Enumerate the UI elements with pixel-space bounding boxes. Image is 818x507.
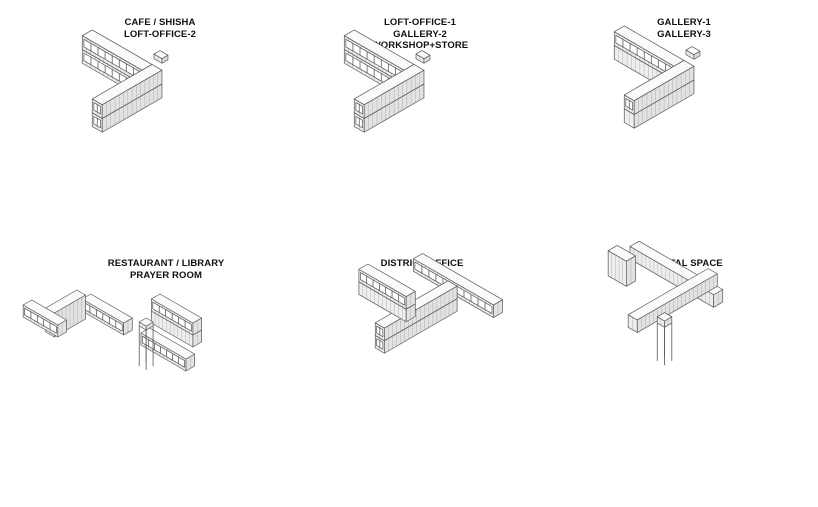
caption-line: GALLERY-3 — [657, 28, 711, 40]
container-module — [607, 245, 636, 287]
container-roof — [685, 46, 701, 56]
container-module — [153, 50, 169, 64]
container-roof — [627, 268, 718, 321]
container-module — [91, 64, 163, 119]
container-module — [138, 317, 154, 331]
container-module — [150, 293, 202, 336]
container-module — [415, 50, 431, 64]
container-roof — [353, 64, 425, 106]
caption-line: LOFT-OFFICE-2 — [123, 28, 197, 40]
container-roof — [415, 50, 431, 60]
caption-line: RENTAL SPACE — [649, 258, 723, 269]
container-roof — [623, 60, 695, 102]
window-band — [24, 307, 57, 334]
container-roof — [140, 327, 195, 360]
container-roof — [607, 245, 636, 262]
panel-caption-cafe-shisha: CAFE / SHISHA LOFT-OFFICE-2 — [60, 17, 260, 40]
container-module — [22, 299, 67, 338]
panel-caption-restaurant-library: RESTAURANT / LIBRARY PRAYER ROOM — [66, 258, 266, 281]
container-module — [656, 312, 673, 328]
caption-line: WORKSHOP+STORE — [371, 40, 469, 51]
container-roof — [413, 253, 503, 306]
panel-caption-rental-space: RENTAL SPACE — [586, 258, 786, 270]
container-module — [81, 293, 133, 336]
container-module — [374, 280, 458, 341]
container-roof — [153, 50, 169, 60]
container-module — [685, 46, 701, 60]
panel-caption-loft-office-1: LOFT-OFFICE-1 GALLERY-2 WORKSHOP+STORE — [320, 17, 520, 52]
caption-line: GALLERY-2 — [393, 28, 447, 40]
container-roof — [22, 299, 67, 326]
container-module — [358, 263, 416, 310]
container-roof — [91, 64, 163, 106]
container-roof — [150, 293, 202, 324]
caption-line: PRAYER ROOM — [129, 269, 202, 281]
caption-line: GALLERY-1 — [657, 17, 711, 28]
caption-line: CAFE / SHISHA — [124, 17, 196, 28]
container-module — [623, 60, 695, 115]
caption-line: RESTAURANT / LIBRARY — [107, 258, 225, 269]
caption-line: LOFT-OFFICE-1 — [383, 17, 457, 28]
window-band — [359, 272, 406, 306]
container-module — [353, 64, 425, 119]
container-roof — [358, 263, 416, 297]
panel-caption-gallery-1: GALLERY-1 GALLERY-3 — [584, 17, 784, 40]
